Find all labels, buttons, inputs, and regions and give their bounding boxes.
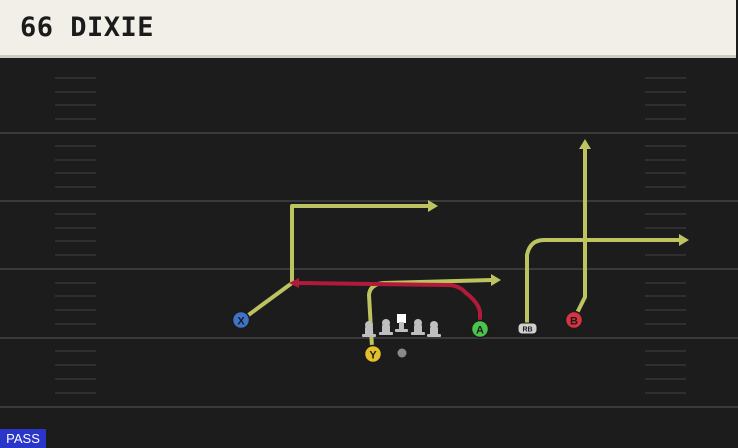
running-back-label: RB (522, 327, 532, 334)
receiver-x-label: X (237, 316, 245, 328)
play-name: 66 DIXIE (20, 12, 155, 43)
a-route (298, 281, 482, 325)
play-header: 66 DIXIE (0, 0, 736, 58)
a-route-arrow (289, 278, 299, 288)
hash-marks-right (645, 77, 686, 394)
running-back: RB (517, 322, 538, 335)
receiver-a-label: A (476, 325, 484, 337)
rb-route-arrow (679, 234, 689, 246)
receiver-b: B (564, 310, 584, 330)
lineman-right-guard (411, 319, 425, 335)
receiver-y: Y (363, 344, 383, 364)
offensive-line (362, 314, 441, 337)
play-type-badge: PASS (0, 429, 46, 448)
x-route-arrow (428, 200, 438, 212)
lineman-left-tackle (362, 321, 376, 337)
y-route-arrow (491, 274, 501, 286)
receiver-y-label: Y (369, 350, 377, 362)
b-route (574, 146, 587, 317)
hash-marks-left (55, 77, 96, 394)
receiver-b-label: B (570, 316, 578, 328)
receiver-a: A (470, 319, 490, 339)
quarterback (397, 348, 407, 358)
b-route-arrow (579, 139, 591, 149)
lineman-right-tackle (427, 321, 441, 337)
lineman-left-guard (379, 319, 393, 335)
field-surface (0, 61, 738, 448)
x-route (241, 204, 432, 321)
rb-route (525, 238, 682, 328)
lineman-center (395, 314, 408, 332)
receiver-x: X (231, 310, 251, 330)
yard-lines (0, 132, 738, 408)
